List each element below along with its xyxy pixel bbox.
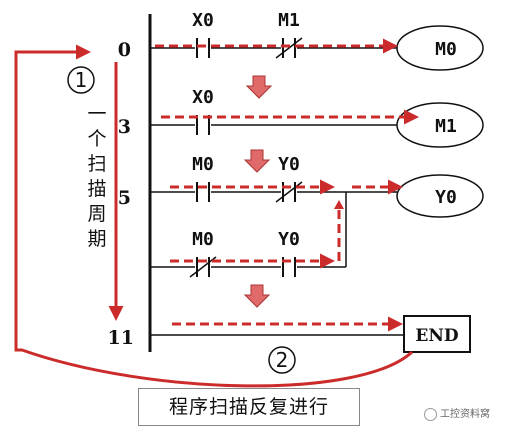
rung-0: X0 M1 M0 bbox=[150, 10, 484, 71]
step-number: 11 bbox=[108, 327, 134, 349]
watermark-text: 工控资料窝 bbox=[440, 409, 490, 420]
arrowhead bbox=[334, 200, 344, 209]
coil-y0: Y0 bbox=[396, 174, 484, 218]
end-instruction: END bbox=[403, 315, 471, 353]
contact-label: X0 bbox=[192, 87, 214, 108]
repeat-loop bbox=[14, 44, 414, 388]
watermark: 工控资料窝 bbox=[424, 405, 490, 421]
scan-cycle-marker: 1 bbox=[67, 66, 95, 94]
contact-x0-no: X0 bbox=[192, 10, 214, 58]
marker-1-label: 1 bbox=[75, 68, 88, 92]
contact-x0-no: X0 bbox=[192, 87, 214, 135]
vertical-char: 个 bbox=[87, 128, 106, 150]
contact-label: X0 bbox=[192, 10, 214, 31]
rung-5: M0 Y0 Y0 bbox=[150, 154, 484, 218]
coil-label: M0 bbox=[435, 39, 457, 60]
contact-label: M0 bbox=[192, 229, 214, 250]
down-arrow-icon bbox=[245, 75, 273, 99]
step-number: 5 bbox=[118, 187, 131, 209]
vertical-char: 周 bbox=[87, 203, 106, 225]
rung-11: END bbox=[150, 315, 471, 353]
vertical-char: 描 bbox=[87, 178, 106, 200]
down-arrow-icon bbox=[243, 149, 271, 173]
vertical-char: 期 bbox=[87, 228, 106, 250]
contact-label: M0 bbox=[192, 154, 214, 175]
contact-y0-nc: Y0 bbox=[275, 154, 303, 203]
wechat-icon bbox=[424, 407, 437, 421]
contact-label: Y0 bbox=[278, 229, 300, 250]
repeat-marker: 2 bbox=[268, 346, 296, 374]
caption-box: 程序扫描反复进行 bbox=[138, 388, 360, 426]
coil-m0: M0 bbox=[396, 25, 484, 71]
step-number: 0 bbox=[118, 39, 131, 61]
coil-label: M1 bbox=[435, 116, 457, 137]
contact-label: M1 bbox=[278, 10, 300, 31]
vertical-char: 一 bbox=[87, 103, 106, 125]
marker-2-label: 2 bbox=[276, 348, 289, 372]
coil-m1: M1 bbox=[396, 102, 484, 148]
rung-branch: M0 Y0 bbox=[150, 192, 347, 278]
coil-label: Y0 bbox=[435, 187, 457, 208]
contact-m1-nc: M1 bbox=[275, 10, 303, 59]
down-arrow-icon bbox=[243, 284, 271, 308]
step-number: 3 bbox=[118, 116, 131, 138]
contact-label: Y0 bbox=[278, 154, 300, 175]
scan-flow bbox=[155, 38, 419, 332]
contact-m0-nc: M0 bbox=[189, 229, 217, 278]
end-label: END bbox=[415, 326, 458, 346]
contact-m0-no: M0 bbox=[192, 154, 214, 202]
scan-cycle-text: 一 个 扫 描 周 期 bbox=[87, 103, 106, 250]
contact-y0-no: Y0 bbox=[278, 229, 300, 277]
vertical-char: 扫 bbox=[87, 153, 106, 175]
